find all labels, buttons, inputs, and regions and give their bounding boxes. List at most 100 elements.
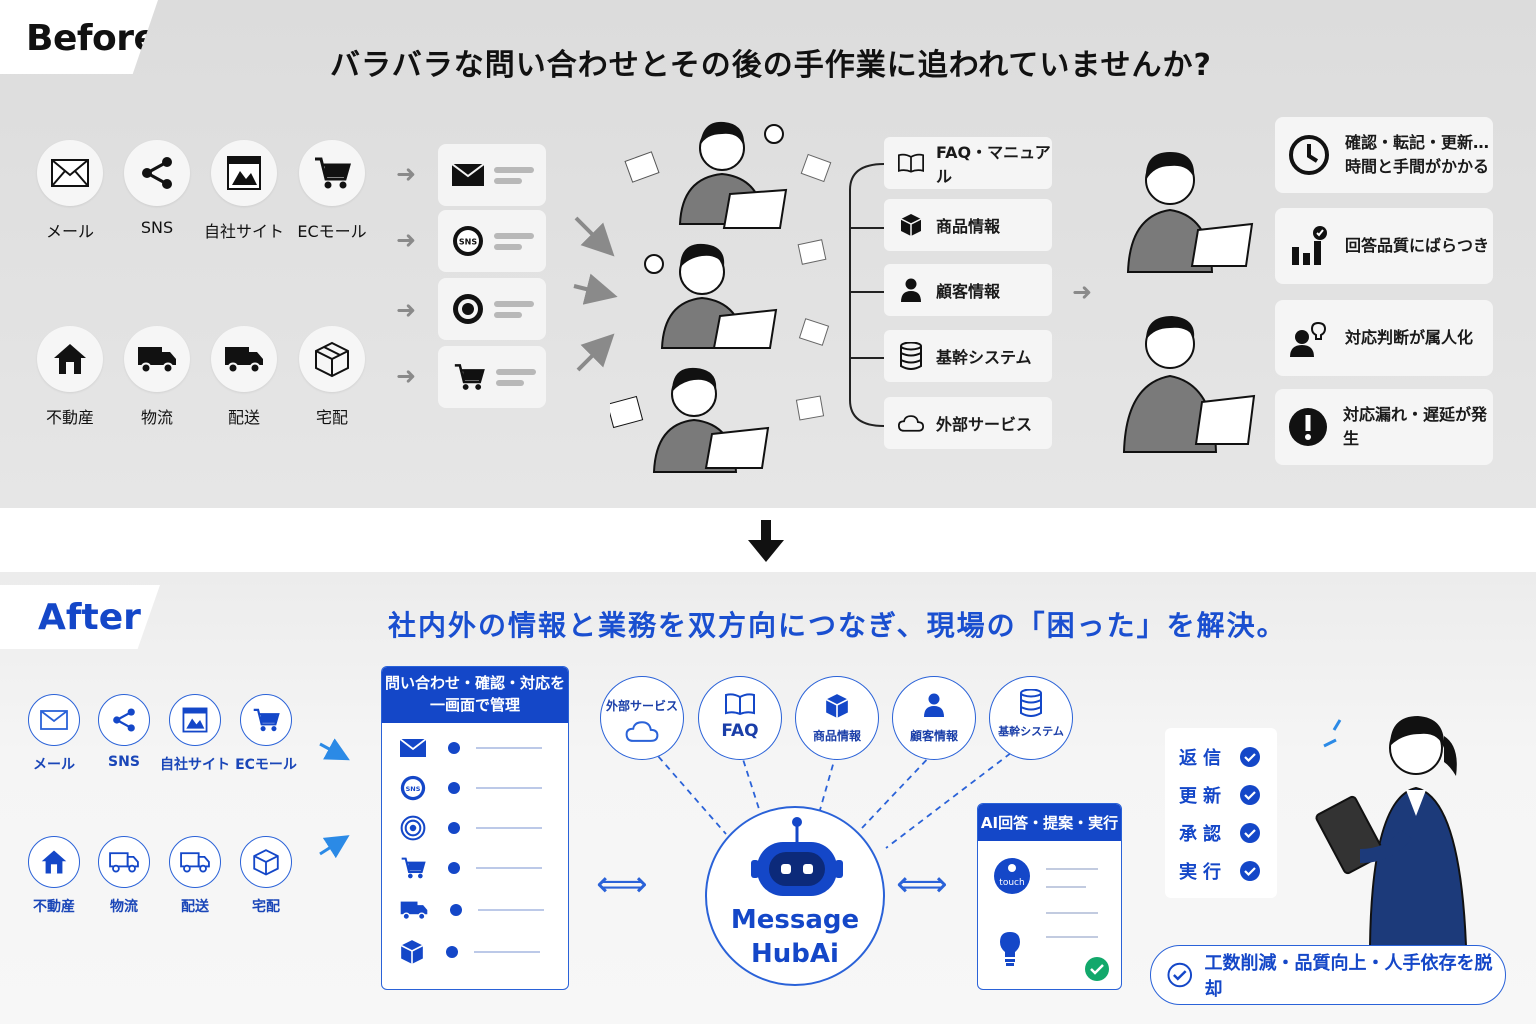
channel-real-estate: 不動産 bbox=[16, 836, 92, 916]
inbox-row[interactable] bbox=[400, 937, 550, 967]
box-icon bbox=[299, 326, 365, 392]
arrow-right-icon: ➜ bbox=[1072, 278, 1093, 306]
service-customer: 顧客情報 bbox=[892, 676, 976, 760]
channel-ec-mall: ECモール bbox=[228, 694, 304, 774]
channel-label: メール bbox=[33, 757, 75, 773]
inbox-row[interactable]: SNS bbox=[400, 773, 550, 803]
channel-label: ECモール bbox=[235, 757, 297, 773]
message-card-site bbox=[438, 278, 546, 340]
channel-label: 物流 bbox=[110, 899, 138, 915]
channel-sns: SNS bbox=[112, 140, 202, 237]
check-circle-icon bbox=[1240, 823, 1260, 843]
operators-illustration bbox=[610, 121, 788, 473]
hub-connectors bbox=[643, 739, 1029, 849]
message-card-ec bbox=[438, 346, 546, 408]
source-label: FAQ・マニュアル bbox=[936, 143, 1051, 186]
service-label: 外部サービス bbox=[605, 699, 678, 713]
before-tag: Before bbox=[0, 0, 158, 74]
action-item[interactable]: 承認 bbox=[1179, 820, 1269, 846]
house-icon bbox=[37, 326, 103, 392]
person-idea-icon bbox=[1287, 317, 1331, 359]
share-icon bbox=[124, 140, 190, 206]
service-core-system: 基幹システム bbox=[989, 676, 1073, 760]
check-circle-icon bbox=[1167, 962, 1193, 988]
action-item[interactable]: 返信 bbox=[1179, 744, 1269, 770]
channel-real-estate: 不動産 bbox=[25, 326, 115, 428]
inbox-row[interactable] bbox=[400, 853, 550, 883]
service-faq: FAQ bbox=[698, 676, 782, 760]
action-label: 実行 bbox=[1179, 862, 1227, 883]
mail-icon bbox=[28, 694, 80, 746]
sns-badge-icon: SNS bbox=[453, 226, 483, 256]
channel-label: 配送 bbox=[227, 408, 260, 427]
mail-icon bbox=[452, 164, 484, 186]
inbox-row[interactable] bbox=[400, 813, 550, 843]
touch-label: touch bbox=[999, 878, 1024, 888]
mail-icon bbox=[400, 739, 426, 757]
check-circle-icon bbox=[1085, 957, 1109, 981]
before-tag-label: Before bbox=[26, 18, 158, 59]
action-item[interactable]: 実行 bbox=[1179, 858, 1269, 884]
source-customer: 顧客情報 bbox=[884, 264, 1052, 316]
service-product: 商品情報 bbox=[795, 676, 879, 760]
arrow-right-icon: ➜ bbox=[396, 160, 417, 188]
database-icon bbox=[898, 342, 924, 370]
channel-home-delivery: 宅配 bbox=[228, 836, 304, 916]
channel-label: 宅配 bbox=[315, 408, 348, 427]
channel-mail: メール bbox=[25, 140, 115, 242]
source-label: 外部サービス bbox=[936, 415, 1033, 434]
after-tag-label: After bbox=[38, 597, 141, 638]
truck-icon bbox=[169, 836, 221, 888]
after-title: 社内外の情報と業務を双方向につなぎ、現場の「困った」を解決。 bbox=[388, 609, 1287, 642]
sns-badge-text: SNS bbox=[406, 785, 421, 793]
channel-own-site: 自社サイト bbox=[199, 140, 289, 242]
ai-action-panel: AI回答・提案・実行 touch bbox=[977, 803, 1122, 990]
channel-label: 不動産 bbox=[45, 408, 94, 427]
sns-badge-icon: SNS bbox=[400, 775, 426, 801]
source-label: 商品情報 bbox=[936, 217, 1001, 236]
service-label: 商品情報 bbox=[812, 729, 861, 743]
workers-illustration bbox=[1122, 152, 1256, 453]
source-external: 外部サービス bbox=[884, 397, 1052, 449]
source-label: 顧客情報 bbox=[936, 282, 1001, 301]
result-text: 工数削減・品質向上・人手依存を脱却 bbox=[1204, 953, 1493, 1000]
arrow-right-icon: ➜ bbox=[396, 362, 417, 390]
inbox-row[interactable] bbox=[400, 733, 550, 763]
problem-text: 対応判断が属人化 bbox=[1345, 328, 1474, 347]
bidirectional-arrow-icon: ⟺ bbox=[596, 864, 648, 905]
message-hubai-hub: Message HubAi bbox=[705, 806, 885, 986]
problem-text: 回答品質にばらつき bbox=[1345, 236, 1490, 255]
clock-icon bbox=[1287, 134, 1331, 176]
cart-icon bbox=[454, 364, 485, 390]
book-icon bbox=[898, 152, 924, 174]
service-label: 顧客情報 bbox=[909, 729, 958, 743]
arrow-right-icon: ➜ bbox=[396, 226, 417, 254]
inbox-row[interactable] bbox=[400, 895, 550, 925]
channel-label: メール bbox=[45, 222, 94, 241]
inbox-header-line: 問い合わせ・確認・対応を bbox=[384, 674, 565, 692]
channel-label: 物流 bbox=[140, 408, 173, 427]
touch-icon[interactable]: touch bbox=[992, 856, 1032, 896]
result-badge: 工数削減・品質向上・人手依存を脱却 bbox=[1150, 945, 1506, 1005]
message-card-mail bbox=[438, 144, 546, 206]
after-tag: After bbox=[0, 585, 160, 649]
down-arrow-icon bbox=[748, 520, 784, 562]
problem-text: 確認・転記・更新… bbox=[1345, 133, 1490, 152]
target-icon bbox=[400, 815, 426, 841]
action-label: 更新 bbox=[1179, 786, 1227, 807]
service-label: 基幹システム bbox=[998, 725, 1064, 738]
worker-with-tablet-illustration bbox=[1315, 716, 1468, 946]
action-item[interactable]: 更新 bbox=[1179, 782, 1269, 808]
cart-icon bbox=[401, 857, 426, 879]
channel-label: ECモール bbox=[297, 222, 367, 241]
truck-icon bbox=[400, 901, 428, 921]
website-icon bbox=[211, 140, 277, 206]
truck-icon bbox=[98, 836, 150, 888]
channel-own-site: 自社サイト bbox=[157, 694, 233, 774]
channel-logistics: 物流 bbox=[112, 326, 202, 428]
source-label: 基幹システム bbox=[936, 348, 1032, 367]
action-label: 承認 bbox=[1179, 824, 1227, 845]
cube-icon bbox=[400, 940, 424, 964]
message-card-sns: SNS bbox=[438, 210, 546, 272]
scattered-papers bbox=[795, 153, 832, 421]
